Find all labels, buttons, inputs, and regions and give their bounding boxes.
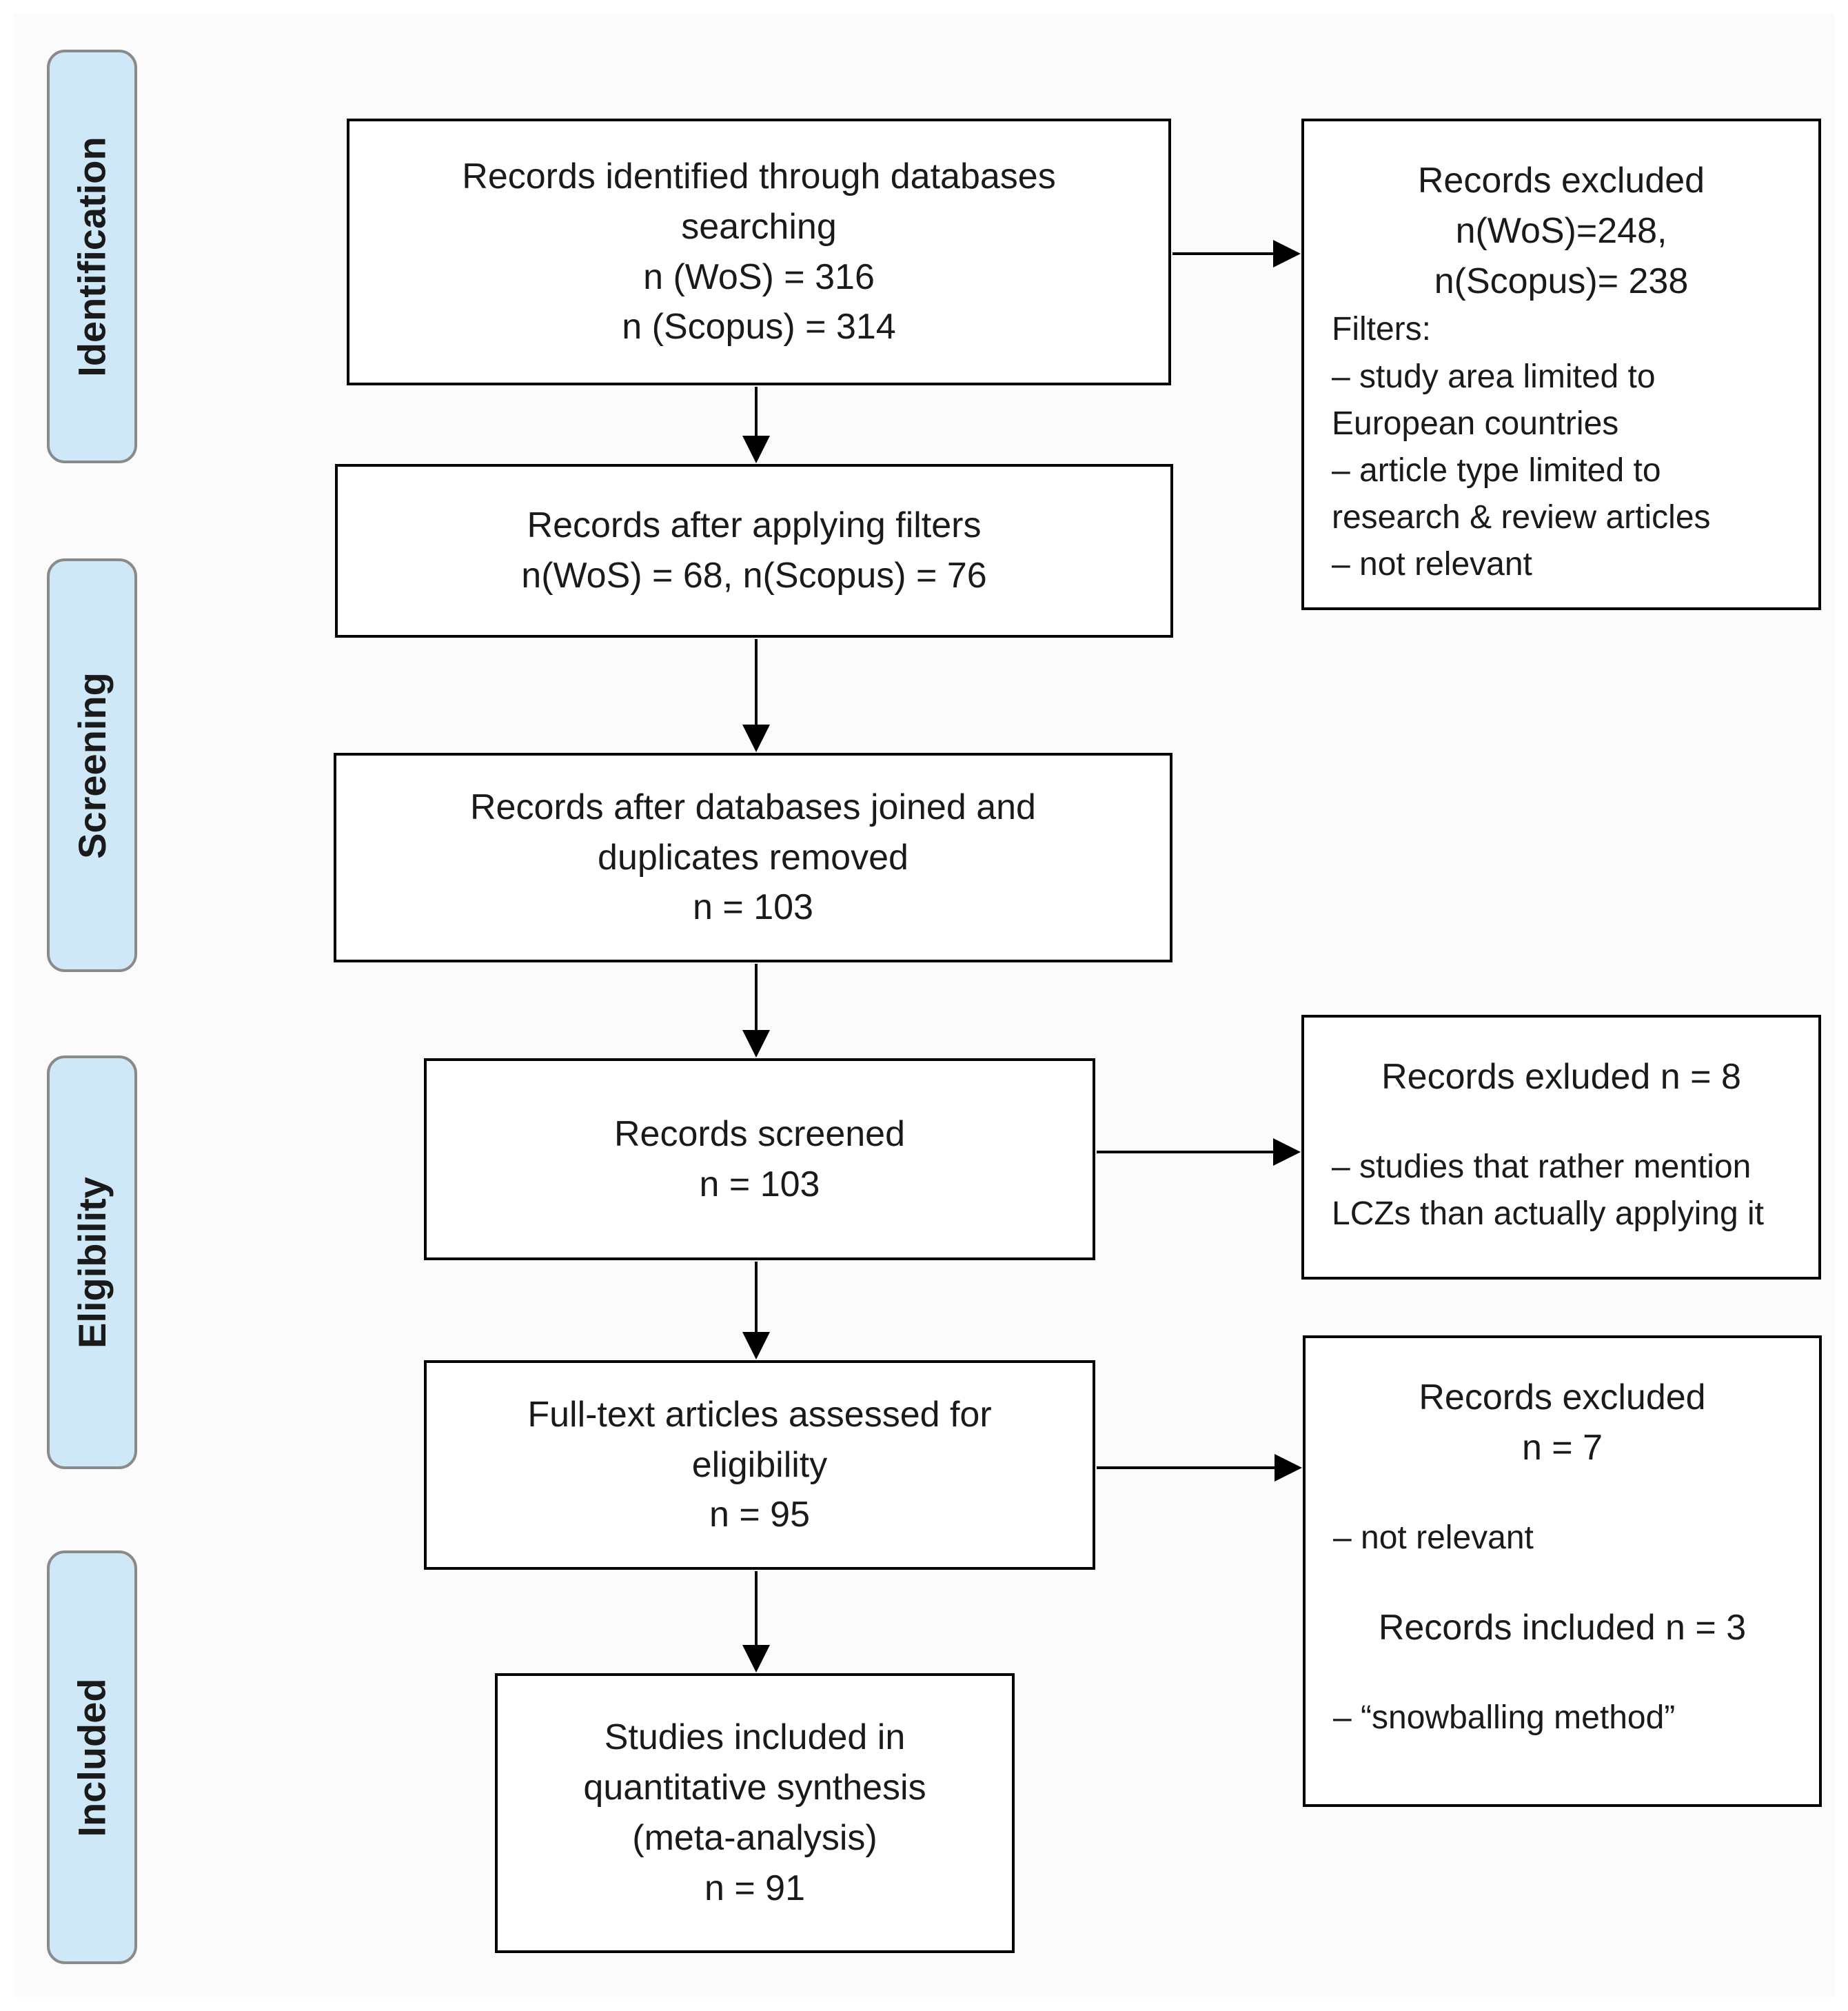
- box-line: duplicates removed: [598, 837, 908, 878]
- box-line: n = 91: [704, 1868, 806, 1908]
- box-line: – “snowballing method”: [1333, 1699, 1676, 1736]
- box-records-excluded-screening: Records exluded n = 8 – studies that rat…: [1301, 1015, 1821, 1280]
- box-records-excluded-eligibility: Records excluded n = 7 – not relevant Re…: [1303, 1335, 1822, 1807]
- box-line: searching: [681, 206, 837, 247]
- box-line: LCZs than actually applying it: [1332, 1195, 1764, 1232]
- stage-included: Included: [47, 1550, 137, 1964]
- box-line: – not relevant: [1332, 546, 1532, 583]
- box-line: Records included n = 3: [1378, 1607, 1747, 1648]
- box-line: eligibility: [691, 1444, 828, 1485]
- box-line: Records screened: [614, 1113, 905, 1154]
- box-line: – article type limited to: [1332, 452, 1661, 489]
- box-line: Records excluded: [1417, 161, 1705, 201]
- box-line: n = 103: [693, 887, 813, 928]
- box-line: n(WoS)=248,: [1455, 210, 1667, 251]
- box-line: n(WoS) = 68, n(Scopus) = 76: [521, 556, 987, 596]
- box-line: Studies included in: [604, 1717, 906, 1758]
- box-line: n (WoS) = 316: [643, 256, 875, 297]
- box-line: Filters:: [1332, 311, 1431, 348]
- box-line: (meta-analysis): [632, 1818, 877, 1858]
- box-records-after-filters: Records after applying filters n(WoS) = …: [335, 464, 1173, 638]
- box-line: Records after databases joined and: [470, 787, 1036, 827]
- stage-eligibility: Eligibility: [47, 1055, 137, 1469]
- box-line: Records identified through databases: [462, 156, 1056, 196]
- box-studies-included: Studies included in quantitative synthes…: [495, 1673, 1015, 1953]
- box-full-text-assessed: Full-text articles assessed for eligibil…: [424, 1360, 1095, 1570]
- box-line: Full-text articles assessed for: [527, 1394, 992, 1435]
- box-line: – not relevant: [1333, 1519, 1534, 1556]
- box-line: – study area limited to: [1332, 358, 1656, 395]
- box-line: Records exluded n = 8: [1381, 1057, 1741, 1097]
- box-line: n (Scopus) = 314: [622, 307, 896, 347]
- box-line: n = 103: [699, 1164, 820, 1204]
- box-records-identified: Records identified through databases sea…: [347, 119, 1171, 385]
- box-line: Records excluded: [1419, 1377, 1706, 1417]
- box-line: – studies that rather mention: [1332, 1148, 1751, 1185]
- box-line: n = 7: [1521, 1427, 1603, 1468]
- box-line: n = 95: [709, 1495, 811, 1535]
- box-line: research & review articles: [1332, 499, 1711, 536]
- box-line: n(Scopus)= 238: [1434, 261, 1689, 301]
- box-records-joined: Records after databases joined and dupli…: [334, 753, 1172, 962]
- box-line: Records after applying filters: [527, 505, 982, 546]
- box-line: European countries: [1332, 405, 1619, 442]
- stage-screening: Screening: [47, 558, 137, 972]
- stage-identification: Identification: [47, 50, 137, 463]
- box-records-screened: Records screened n = 103: [424, 1058, 1095, 1260]
- box-line: quantitative synthesis: [583, 1768, 926, 1808]
- box-records-excluded-filters: Records excluded n(WoS)=248, n(Scopus)= …: [1301, 119, 1821, 610]
